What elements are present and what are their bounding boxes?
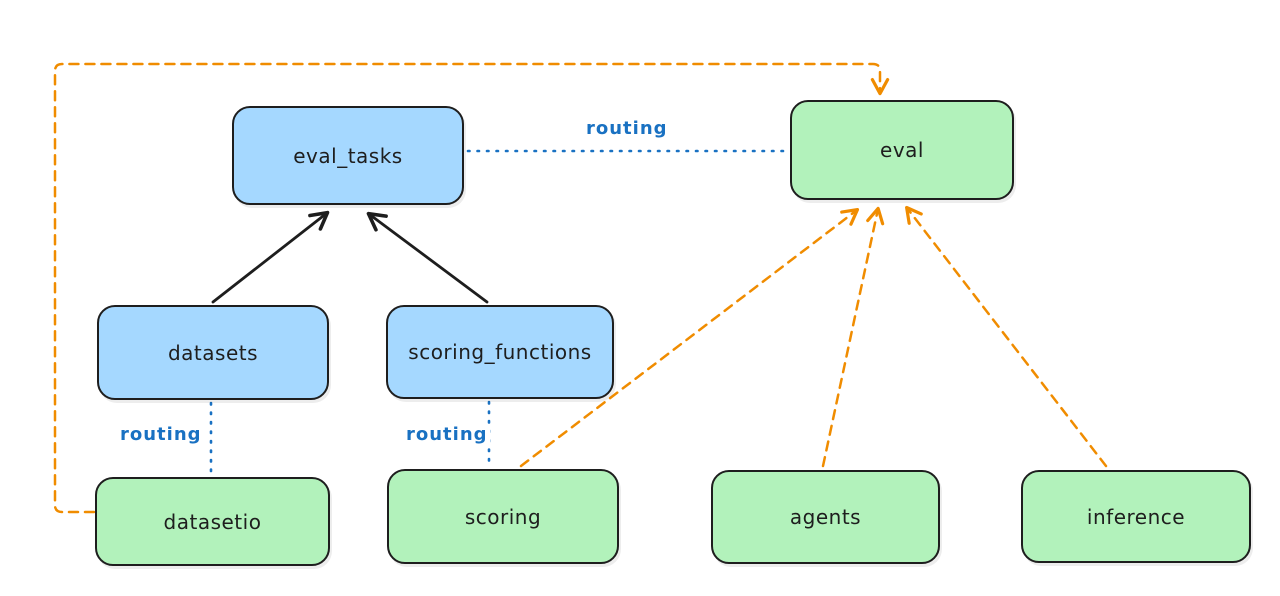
node-datasets: datasets — [97, 305, 329, 400]
node-datasets-label: datasets — [167, 340, 259, 365]
node-inference: inference — [1021, 470, 1251, 563]
node-eval: eval — [790, 100, 1014, 200]
edge-agents-to-eval — [821, 206, 885, 468]
edge-inference-to-eval — [905, 205, 1108, 468]
node-scoring: scoring — [387, 469, 619, 564]
edge-label-routing-scoring-functions-scoring: routing — [404, 424, 490, 445]
edge-datasets-to-eval-tasks — [211, 210, 330, 304]
node-datasetio: datasetio — [95, 477, 330, 566]
node-scoring-functions: scoring_functions — [386, 305, 614, 399]
node-inference-label: inference — [1086, 504, 1186, 529]
node-scoring-label: scoring — [464, 504, 542, 529]
node-scoring-functions-label: scoring_functions — [408, 340, 592, 364]
edge-label-routing-eval-tasks-eval: routing — [584, 118, 670, 139]
node-agents-label: agents — [789, 505, 862, 529]
node-eval-label: eval — [880, 138, 924, 162]
node-agents: agents — [711, 470, 940, 564]
edge-datasetio-to-eval — [53, 62, 890, 514]
edge-scoring-to-eval — [519, 208, 860, 468]
node-datasetio-label: datasetio — [163, 509, 262, 534]
edge-scoring-functions-to-eval-tasks — [366, 211, 489, 304]
node-eval-tasks-label: eval_tasks — [293, 143, 403, 168]
edge-label-routing-datasets-datasetio: routing — [118, 424, 204, 445]
node-eval-tasks: eval_tasks — [232, 106, 464, 205]
